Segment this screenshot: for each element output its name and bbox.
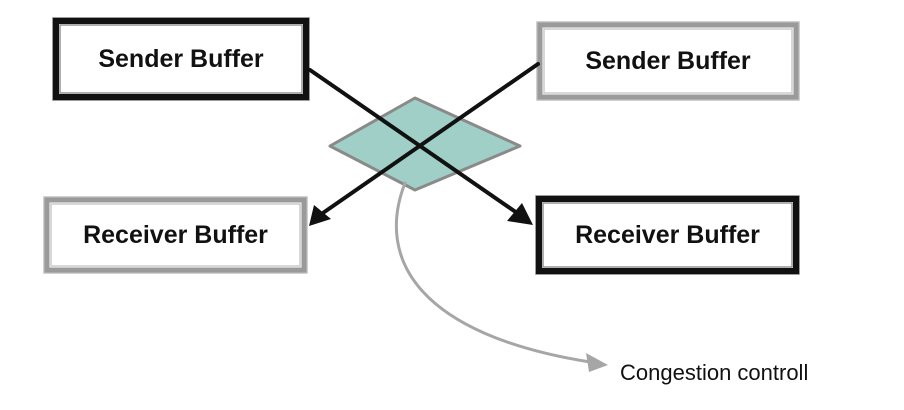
arrow-line-sender-left-to-receiver-right	[308, 68, 522, 217]
right-receiver-label: Receiver Buffer	[575, 221, 760, 249]
right-receiver-box	[535, 195, 800, 275]
congestion-control-caption: Congestion controll	[620, 360, 809, 385]
left-sender-label: Sender Buffer	[98, 45, 264, 73]
right-sender-label: Sender Buffer	[585, 47, 751, 75]
left-receiver-label: Receiver Buffer	[83, 221, 268, 249]
arrow-line-sender-right-to-receiver-left	[318, 62, 540, 217]
cross-arrows	[308, 62, 540, 226]
arrowhead-right-receiver	[507, 203, 533, 225]
arrowhead-left-receiver	[309, 205, 331, 226]
left-receiver-box	[43, 196, 308, 274]
left-sender-box	[52, 17, 310, 101]
right-sender-box	[536, 21, 800, 101]
congestion-callout-curve	[394, 181, 592, 364]
callout-arrowhead	[586, 353, 608, 372]
